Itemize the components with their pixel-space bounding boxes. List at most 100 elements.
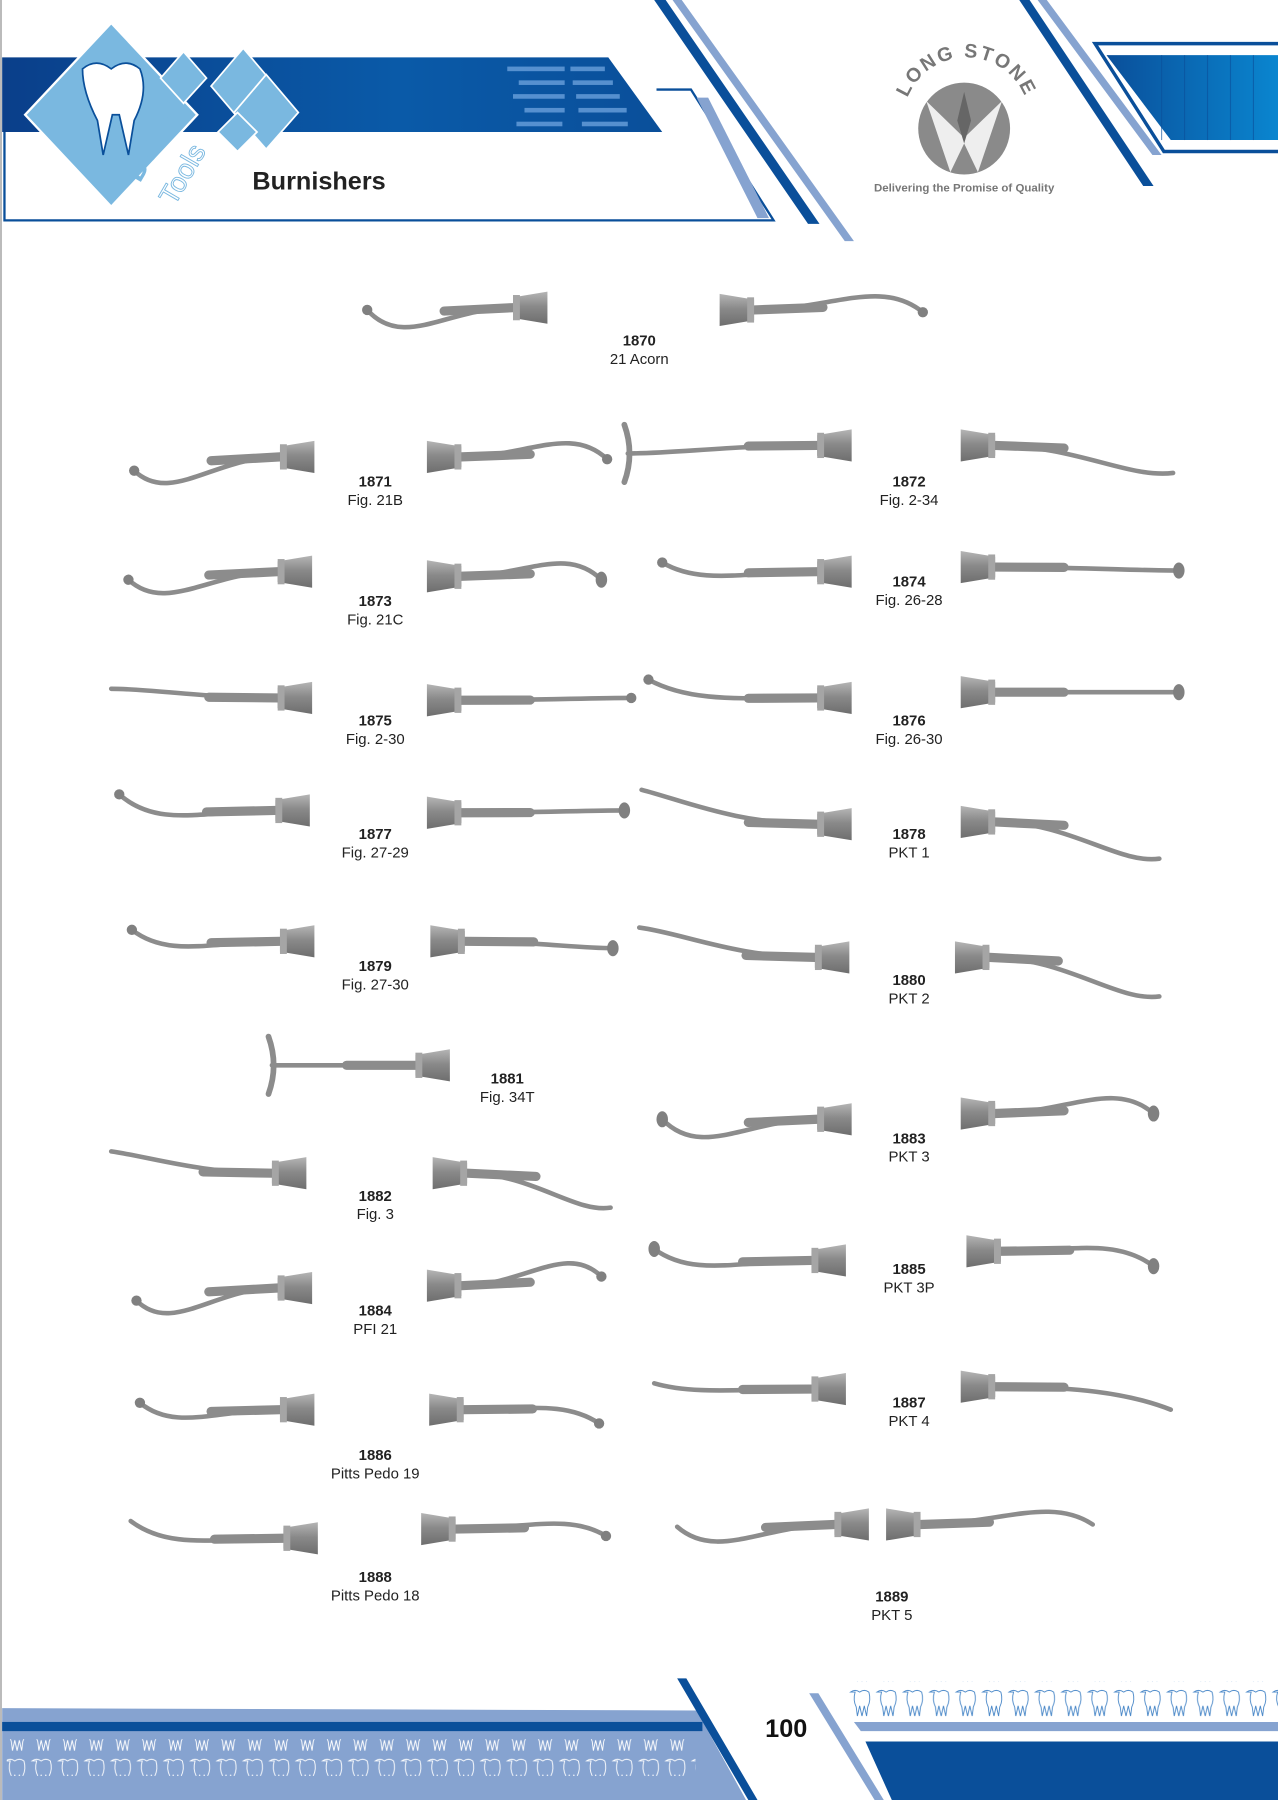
dental-tools-logo: Dental Tools <box>23 21 300 210</box>
product-name: 21 Acorn <box>610 351 669 368</box>
footer-right-block <box>865 1741 1278 1800</box>
instrument-piece <box>126 924 315 958</box>
instrument-piece <box>960 429 1176 476</box>
instrument-piece <box>656 1103 852 1140</box>
header: Dental Tools Burnishers LONG STONE Deliv… <box>2 0 1278 242</box>
instrument-images <box>108 291 1185 1555</box>
product-code: 1877 <box>359 826 392 843</box>
instrument-piece <box>636 925 850 974</box>
long-stone-logo: LONG STONE Delivering the Promise of Qua… <box>874 40 1055 195</box>
instrument-1880 <box>636 925 1162 1000</box>
product-code: 1887 <box>892 1394 925 1411</box>
instrument-piece <box>362 291 548 330</box>
product-name: Pitts Pedo 18 <box>331 1587 420 1604</box>
header-stripe-light-2 <box>672 0 854 242</box>
product-code: 1878 <box>892 826 925 843</box>
product-code: 1880 <box>892 972 925 989</box>
product-code: 1889 <box>875 1588 908 1605</box>
instrument-piece <box>960 1095 1160 1130</box>
header-stripe-dark-1 <box>654 0 820 224</box>
product-name: Pitts Pedo 19 <box>331 1466 420 1483</box>
instrument-piece <box>960 676 1185 709</box>
header-stripe-light <box>696 97 769 219</box>
product-code: 1888 <box>359 1569 392 1586</box>
instrument-piece <box>432 1157 613 1211</box>
instrument-piece <box>429 1393 605 1429</box>
instrument-piece <box>430 925 619 958</box>
footer-teeth-pattern-right <box>848 1681 1278 1717</box>
instrument-1879 <box>126 924 619 958</box>
instrument-piece <box>426 440 613 473</box>
instrument-piece <box>134 1393 315 1426</box>
product-code: 1875 <box>359 713 392 730</box>
instrument-1886 <box>134 1393 605 1429</box>
product-name: PKT 4 <box>888 1413 929 1430</box>
instrument-piece <box>674 1508 869 1544</box>
product-code: 1879 <box>359 958 392 975</box>
product-name: Fig. 26-28 <box>875 592 942 609</box>
product-name: Fig. 2-30 <box>346 731 405 748</box>
product-code: 1871 <box>359 474 392 491</box>
instrument-piece <box>128 1518 318 1555</box>
instrument-1877 <box>114 789 631 829</box>
page-number: 100 <box>765 1715 807 1743</box>
instrument-piece <box>426 684 637 717</box>
product-name: PKT 5 <box>871 1607 912 1624</box>
instrument-piece <box>108 1149 307 1190</box>
product-code: 1884 <box>359 1303 393 1320</box>
instrument-piece <box>657 555 852 588</box>
instrument-piece <box>123 555 313 596</box>
instrument-piece <box>639 787 852 841</box>
instrument-piece <box>960 1370 1174 1412</box>
instrument-1881 <box>265 1033 450 1097</box>
instrument-piece <box>954 941 1162 1000</box>
instrument-piece <box>108 681 313 715</box>
tagline: Delivering the Promise of Quality <box>874 183 1055 195</box>
header-pixel-pattern <box>507 66 628 127</box>
product-code: 1870 <box>623 333 656 350</box>
instrument-piece <box>966 1235 1160 1275</box>
product-code: 1885 <box>892 1261 925 1278</box>
product-code: 1886 <box>359 1447 392 1464</box>
instrument-piece <box>960 805 1162 862</box>
instrument-piece <box>265 1033 450 1097</box>
instrument-1888 <box>128 1513 612 1555</box>
instrument-1889 <box>674 1508 1096 1544</box>
product-code: 1883 <box>892 1130 925 1147</box>
product-code: 1881 <box>491 1071 524 1088</box>
tooth-icon <box>81 62 145 156</box>
header-stripe-dark-2 <box>1019 0 1154 186</box>
instrument-piece <box>426 1261 607 1302</box>
product-name: Fig. 26-30 <box>875 731 942 748</box>
product-name: PKT 2 <box>888 990 929 1007</box>
product-code: 1872 <box>892 474 925 491</box>
instrument-piece <box>421 1513 612 1546</box>
header-frame-line <box>3 88 776 222</box>
instrument-1873 <box>123 555 608 596</box>
instrument-piece <box>886 1508 1096 1541</box>
instrument-1887 <box>651 1370 1174 1412</box>
product-name: PFI 21 <box>353 1321 397 1338</box>
instrument-piece <box>651 1372 846 1406</box>
instrument-1871 <box>129 440 613 486</box>
instrument-1878 <box>639 787 1162 862</box>
header-stripe-light-3 <box>1037 0 1162 155</box>
instrument-1870 <box>362 291 928 330</box>
